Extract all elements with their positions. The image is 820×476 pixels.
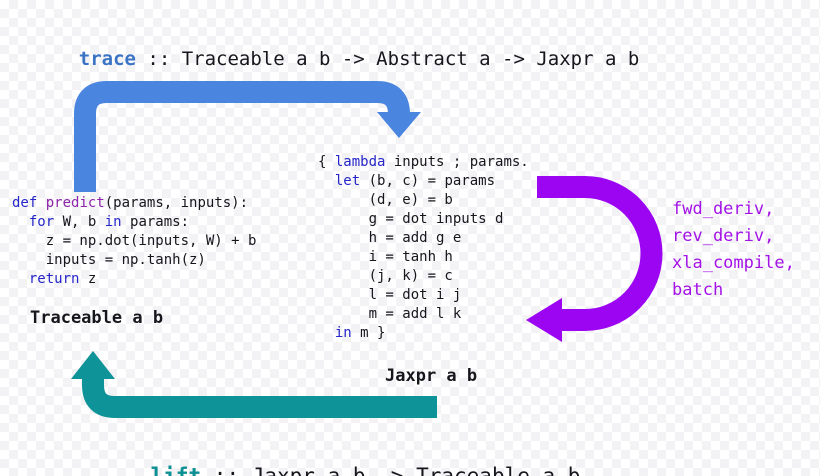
jaxpr-label: Jaxpr a b xyxy=(385,366,478,386)
trace-arrowhead-icon xyxy=(377,112,421,138)
transform-arrowhead-icon xyxy=(526,298,562,342)
transform-labels: fwd_deriv, rev_deriv, xla_compile, batch xyxy=(672,196,795,304)
code-line: { lambda inputs ; params. xyxy=(318,154,529,170)
traceable-label: Traceable a b xyxy=(30,308,164,328)
transform-label-rev-deriv: rev_deriv, xyxy=(672,226,775,246)
jaxpr-code-block: { lambda inputs ; params. let (b, c) = p… xyxy=(318,153,529,343)
code-line: g = dot inputs d xyxy=(318,211,504,227)
lift-signature: lift :: Jaxpr a b -> Traceable a b xyxy=(100,440,581,476)
code-line: h = add g e xyxy=(318,230,462,246)
code-line: (d, e) = b xyxy=(318,192,453,208)
transform-label-fwd-deriv: fwd_deriv, xyxy=(672,199,775,219)
code-line: m = add l k xyxy=(318,306,462,322)
trace-signature: trace :: Traceable a b -> Abstract a -> … xyxy=(33,26,640,92)
trace-arrow xyxy=(74,81,421,192)
transform-arrow xyxy=(526,176,663,342)
code-line: let (b, c) = params xyxy=(334,173,496,189)
code-line: inputs = np.tanh(z) xyxy=(12,252,206,268)
code-line: z = np.dot(inputs, W) + b xyxy=(12,233,257,249)
code-line: def predict(params, inputs): xyxy=(12,195,249,211)
code-line: (j, k) = c xyxy=(318,268,453,284)
transform-label-batch: batch xyxy=(672,280,724,300)
trace-keyword: trace xyxy=(78,48,136,70)
trace-signature-rest: :: Traceable a b -> Abstract a -> Jaxpr … xyxy=(135,48,640,70)
lift-arrowhead-icon xyxy=(71,351,115,379)
lift-keyword: lift xyxy=(150,464,202,476)
lift-signature-rest: :: Jaxpr a b -> Traceable a b xyxy=(201,464,581,476)
code-line: for W, b in params: xyxy=(28,214,190,230)
lift-arrow xyxy=(71,351,437,418)
code-line: l = dot i j xyxy=(318,287,462,303)
code-line: return z xyxy=(28,271,97,287)
transform-label-xla-compile: xla_compile, xyxy=(672,253,795,273)
python-code-block: def predict(params, inputs): for W, b in… xyxy=(12,194,256,289)
code-line: i = tanh h xyxy=(318,249,453,265)
code-line: in m } xyxy=(334,325,386,341)
